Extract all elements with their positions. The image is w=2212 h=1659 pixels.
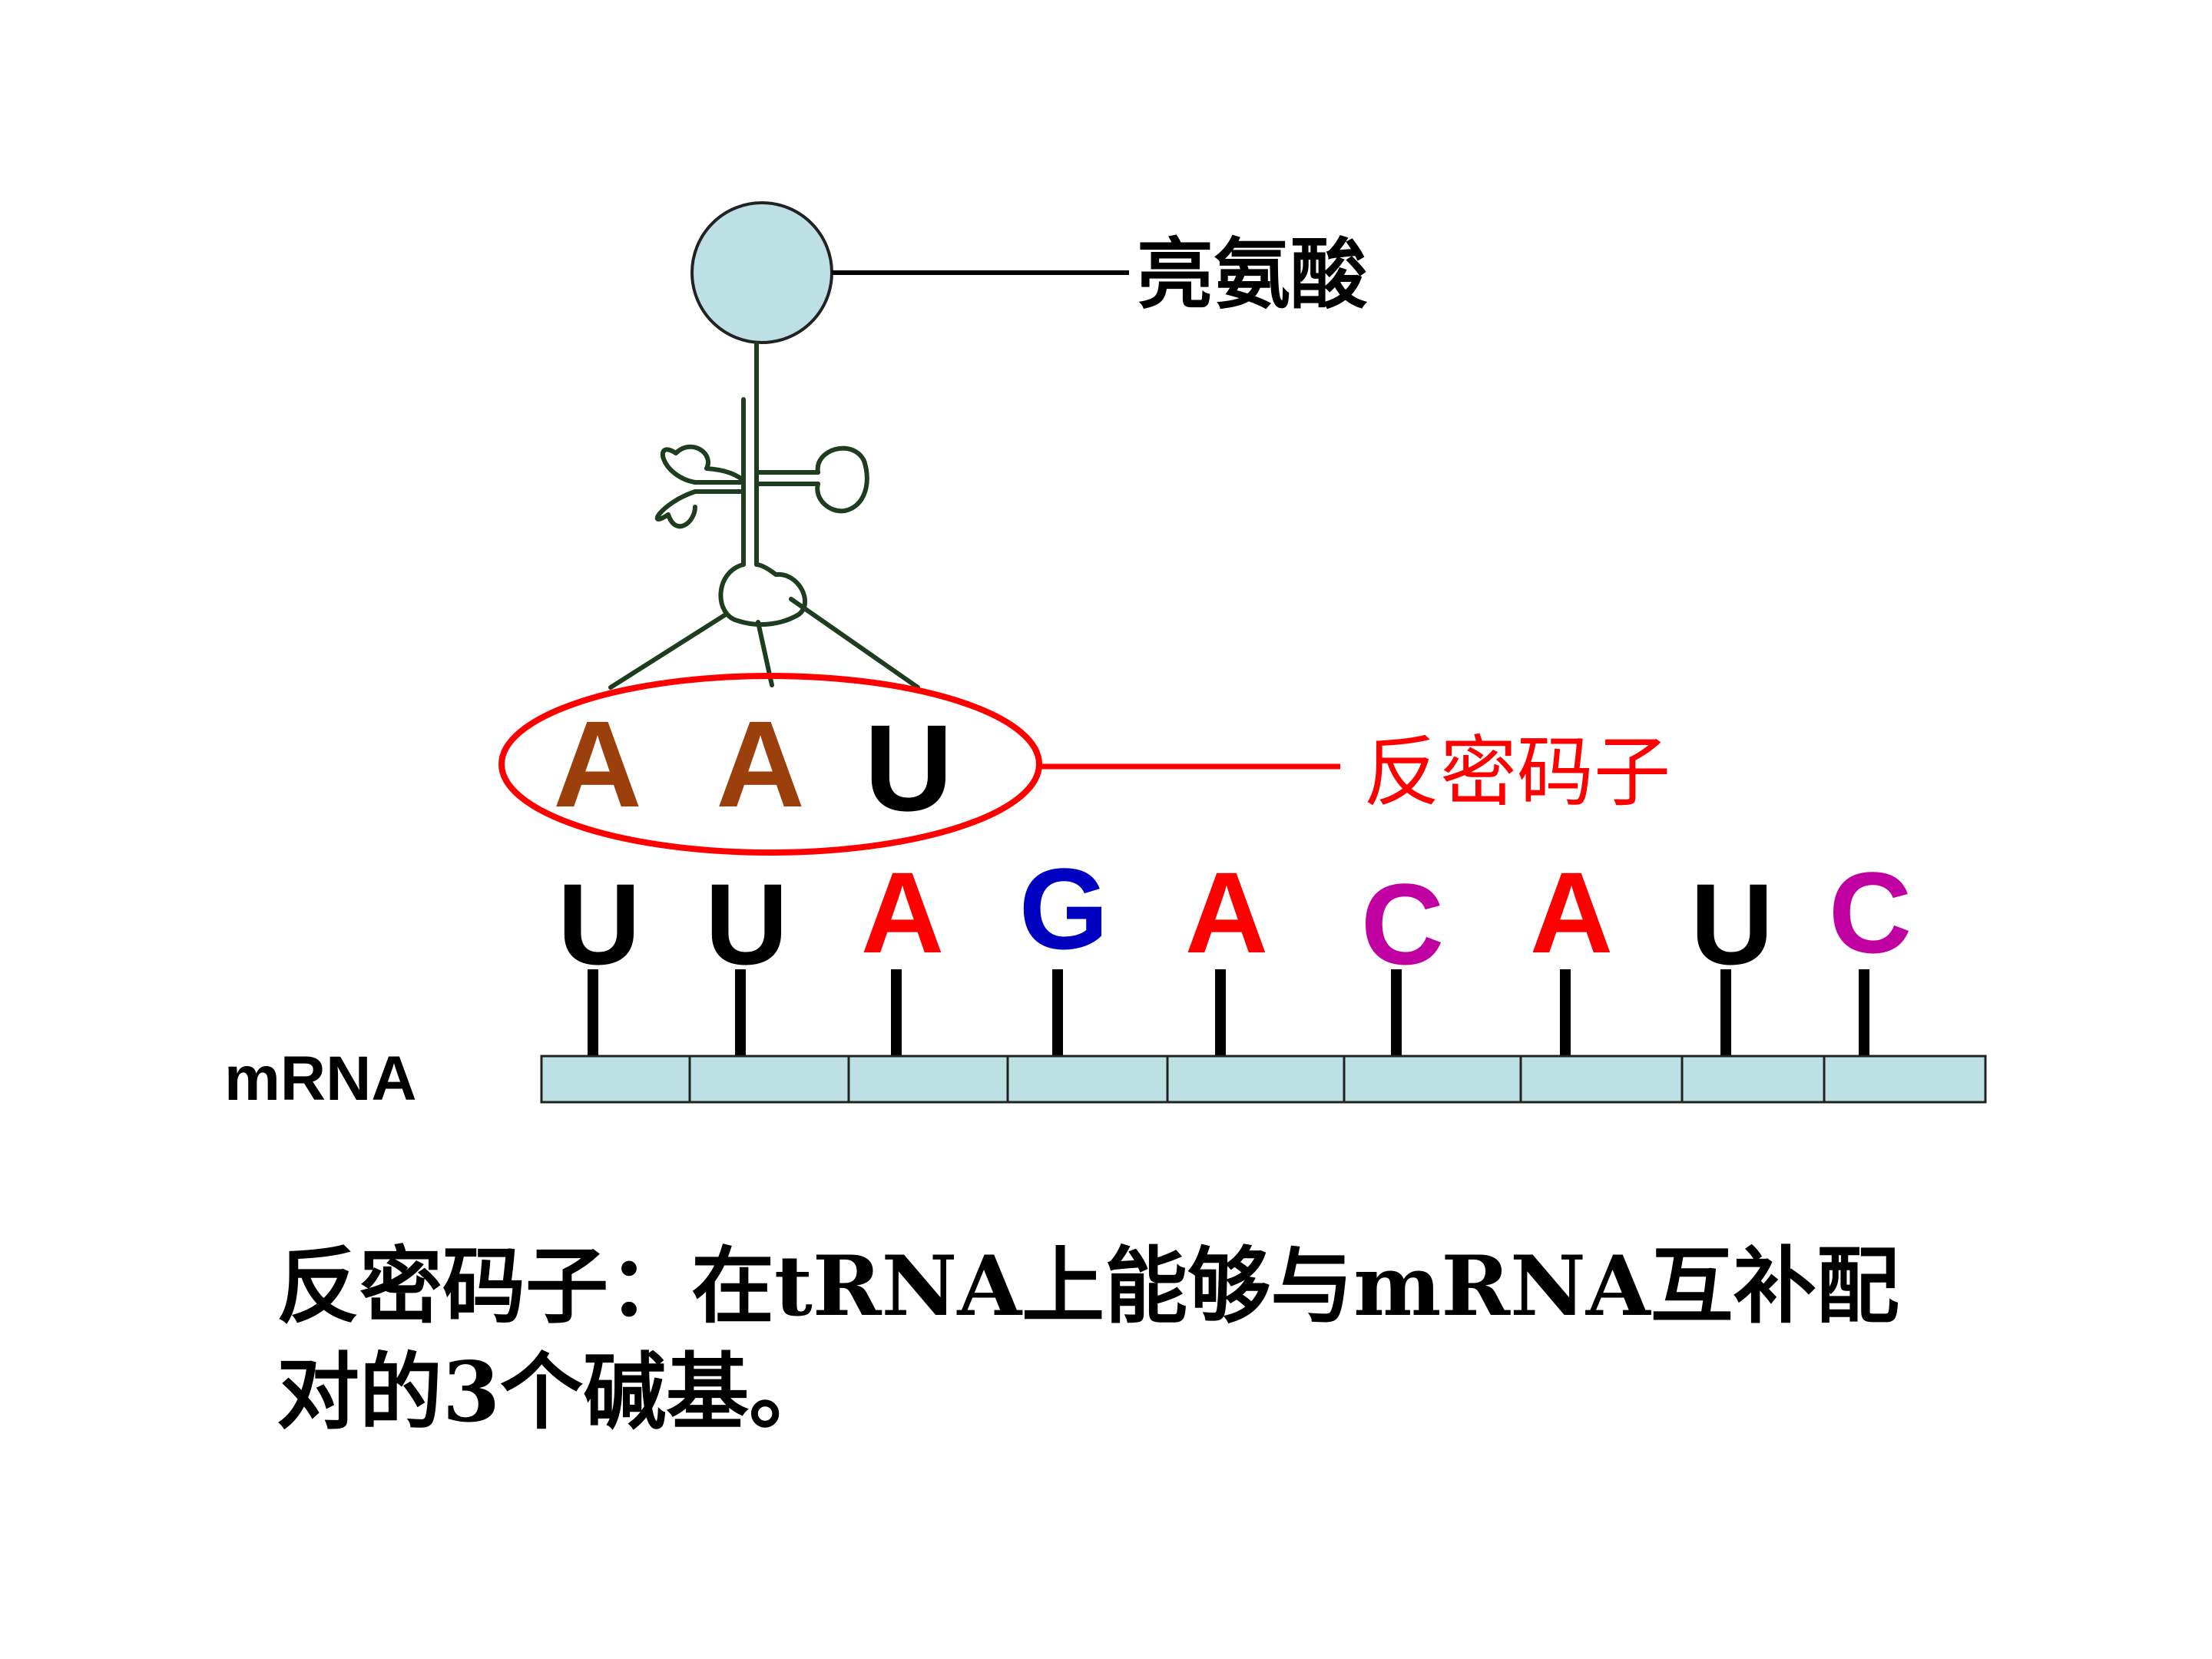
mrna-ticks <box>588 969 1869 1058</box>
mrna-segment <box>1823 1055 1987 1104</box>
anticodon-base-2: A <box>716 695 805 833</box>
anticodon-ring <box>498 673 1042 856</box>
mrna-base: C <box>1829 848 1912 977</box>
mrna-segment <box>1519 1055 1684 1104</box>
mrna-base: U <box>1690 859 1773 988</box>
amino-acid-ball <box>690 201 833 344</box>
mrna-base: G <box>1019 844 1109 973</box>
mrna-base: U <box>705 859 788 988</box>
mrna-base: A <box>1185 848 1268 977</box>
definition-line-2: 对的3个碱基。 <box>276 1344 832 1441</box>
mrna-base: C <box>1361 859 1444 988</box>
mrna-base: A <box>861 848 944 977</box>
amino-acid-label: 亮氨酸 <box>1137 232 1368 318</box>
anticodon-base-3: U <box>864 699 953 836</box>
mrna-segment <box>1343 1055 1522 1104</box>
mrna-label: mRNA <box>224 1044 417 1114</box>
mrna-segment <box>1166 1055 1346 1104</box>
mrna-base: A <box>1530 848 1613 977</box>
mrna-segment <box>1006 1055 1169 1104</box>
anticodon-label: 反密码子 <box>1363 730 1671 816</box>
anticodon-base-1: A <box>553 695 642 833</box>
mrna-strand <box>540 1055 1987 1104</box>
mrna-segment <box>1681 1055 1826 1104</box>
mrna-segment <box>688 1055 850 1104</box>
mrna-base: U <box>558 859 641 988</box>
mrna-segment <box>540 1055 691 1104</box>
mrna-segment <box>847 1055 1009 1104</box>
trna-cloverleaf <box>608 342 920 690</box>
definition-line-1: 反密码子：在tRNA上能够与mRNA互补配 <box>276 1238 1899 1335</box>
